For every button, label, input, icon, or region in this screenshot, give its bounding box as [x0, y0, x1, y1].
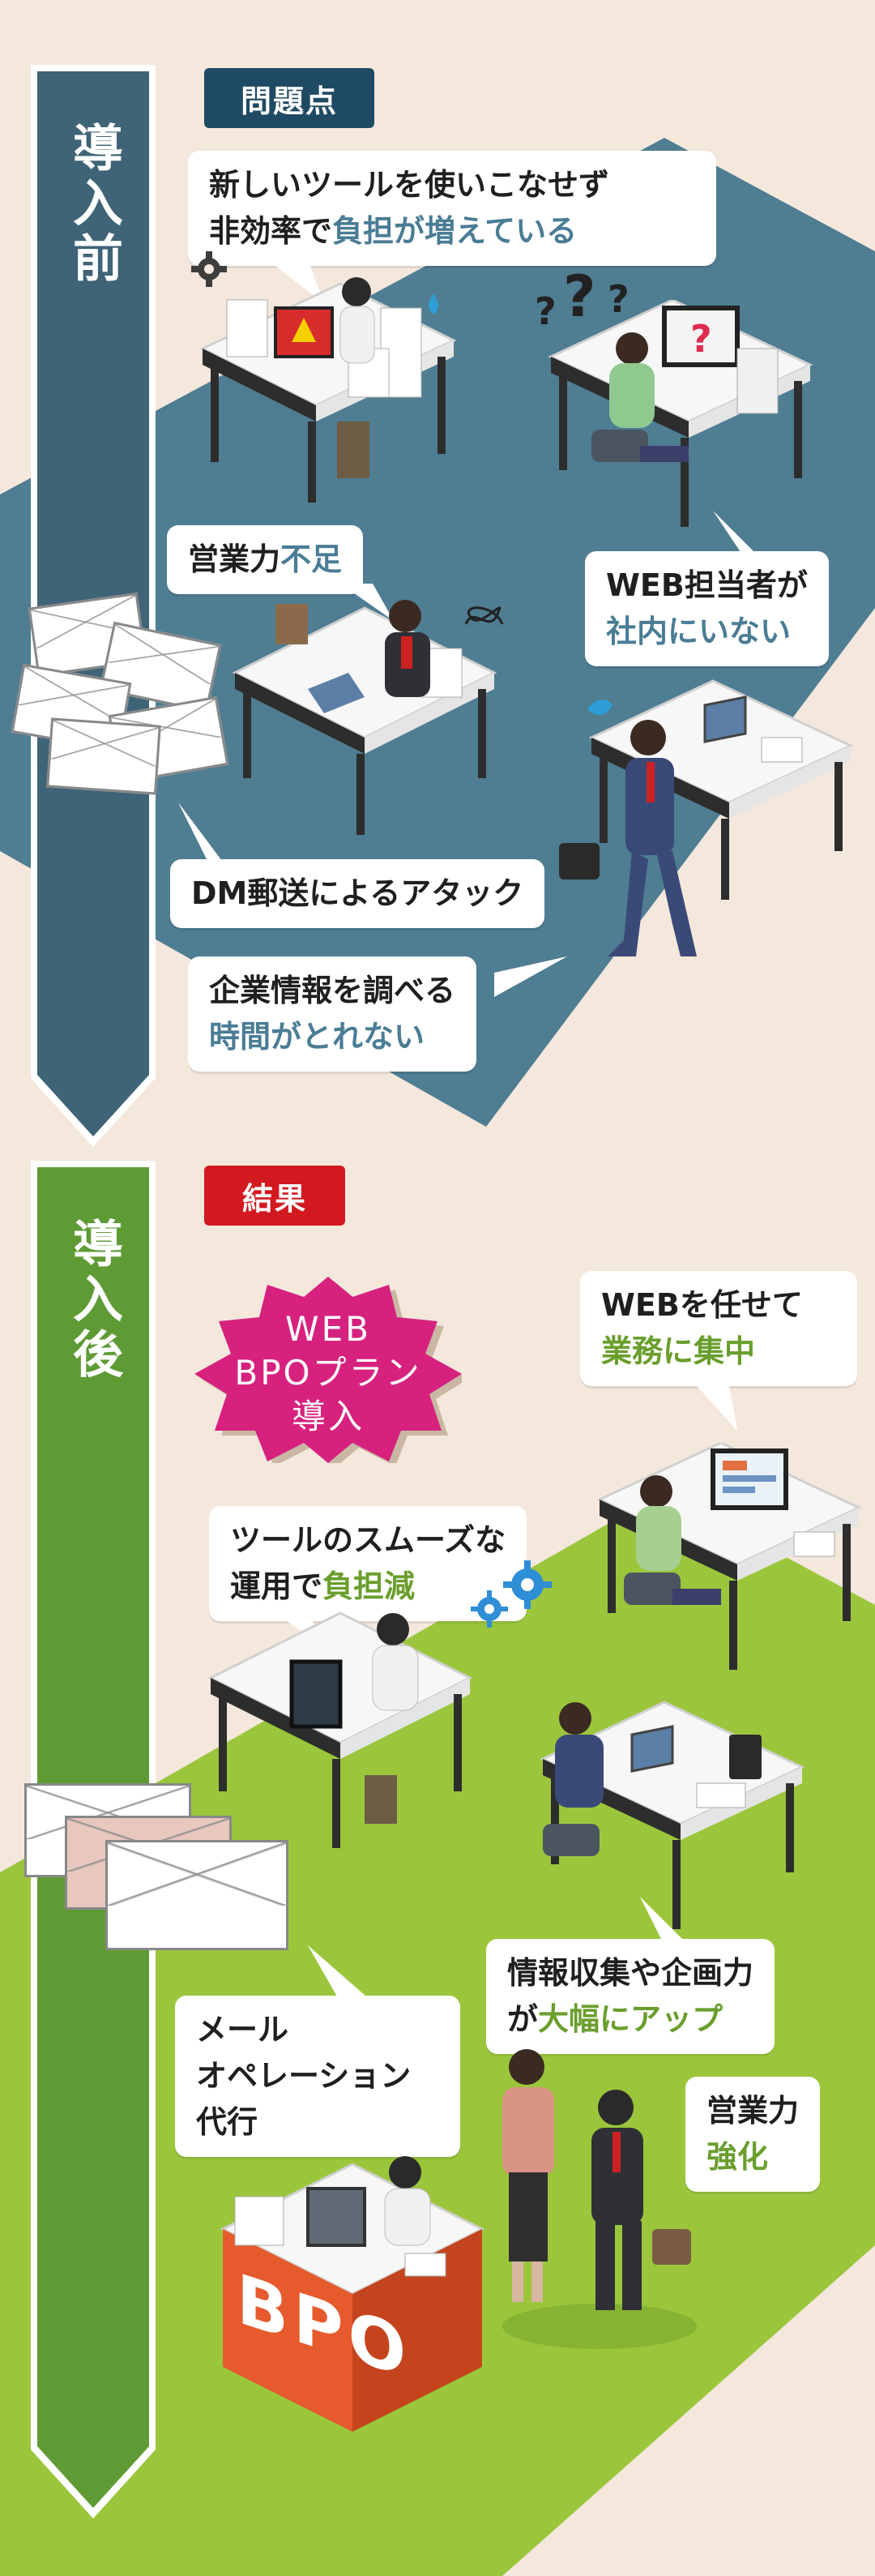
walking-businessman	[559, 720, 697, 956]
envelope-stack	[11, 584, 229, 795]
desk-planning	[540, 1701, 805, 1929]
bubble-info-a: 情報収集や企画力	[507, 1955, 754, 1991]
after-arrow-label: 導入後	[64, 1217, 123, 1383]
bubble-tail	[713, 511, 762, 559]
bubble-info-b2: 大幅にアップ	[538, 2001, 723, 2037]
bubble-tail	[340, 584, 394, 621]
gear-icon	[191, 251, 227, 287]
scribble-icon	[464, 606, 504, 625]
envelope-icon	[105, 1840, 288, 1950]
bubble-tools-a: ツールのスムーズな	[230, 1522, 506, 1558]
svg-text:?: ?	[535, 289, 557, 333]
bubble-mail-1: メール	[196, 2012, 289, 2048]
bubble-sales-a: 営業力	[188, 541, 281, 577]
bubble-tools-line2a: 非効率で	[209, 213, 333, 249]
bubble-mail-operation: メール オペレーション 代行	[175, 1996, 460, 2157]
bubble-tools-b2: 負担減	[322, 1568, 416, 1604]
bubble-dm-attack: DM郵送によるアタック	[170, 859, 545, 928]
bubble-web-focus: WEBを任せて 業務に集中	[580, 1271, 857, 1386]
bubble-tail	[308, 1945, 373, 2002]
bubble-tail	[640, 1897, 689, 1945]
bubble-info-b1: が	[507, 2001, 539, 2037]
bubble-tail	[267, 259, 324, 304]
bubble-research-a: 企業情報を調べる	[209, 973, 456, 1008]
bubble-tools-line1: 新しいツールを使いこなせず	[209, 167, 610, 203]
sweat-drop-icon	[428, 293, 439, 315]
problems-tag: 問題点	[204, 68, 374, 128]
desk-tools	[207, 1611, 473, 1848]
question-mark-icon: ? ? ?	[535, 267, 630, 333]
envelope-icon	[46, 717, 161, 795]
desk-warning	[199, 277, 457, 503]
bubble-mail-2: オペレーション	[196, 2058, 412, 2094]
svg-text:?: ?	[608, 277, 630, 321]
bpo-desk: BPO	[219, 2156, 486, 2448]
badge-line1: WEB	[285, 1309, 371, 1349]
svg-text:?: ?	[690, 317, 712, 361]
bubble-sales-shortage: 営業力不足	[167, 525, 364, 594]
bubble-web-a: WEB担当者が	[606, 567, 808, 603]
bubble-tail	[178, 802, 227, 867]
gear-icon	[471, 1560, 552, 1628]
bubble-info-planning: 情報収集や企画力 が大幅にアップ	[486, 1939, 775, 2054]
bubble-sales2-a: 営業力	[706, 2093, 800, 2129]
bubble-tools-smooth: ツールのスムーズな 運用で負担減	[209, 1506, 527, 1621]
bubble-sales-b: 不足	[280, 541, 343, 577]
desk-sales	[232, 600, 497, 835]
sweat-drop-icon	[587, 700, 612, 715]
badge-line2: BPOプラン	[234, 1353, 422, 1393]
envelope-stack-after	[24, 1783, 292, 1962]
bubble-webfocus-b: 業務に集中	[601, 1333, 756, 1369]
bubble-research-b: 時間がとれない	[209, 1019, 425, 1055]
bubble-web-staff: WEB担当者が 社内にいない	[585, 551, 829, 666]
result-tag: 結果	[204, 1166, 345, 1226]
badge-line3: 導入	[291, 1397, 365, 1436]
sales-team	[502, 2049, 697, 2349]
desk-question: ?	[548, 300, 813, 527]
bpo-plan-badge: WEB BPOプラン 導入	[194, 1277, 462, 1463]
bubble-tools-b1: 運用で	[230, 1568, 323, 1604]
desk-web-monitor	[596, 1443, 862, 1670]
before-arrow-label: 導入前	[64, 122, 123, 287]
bubble-sales2-b: 強化	[706, 2139, 769, 2175]
bubble-web-b: 社内にいない	[606, 614, 792, 649]
bubble-webfocus-a: WEBを任せて	[601, 1287, 803, 1323]
bubble-tail	[494, 956, 567, 997]
bubble-tail	[697, 1386, 737, 1431]
svg-text:?: ?	[563, 267, 596, 330]
bubble-research-time: 企業情報を調べる 時間がとれない	[188, 956, 477, 1072]
bubble-mail-3: 代行	[196, 2104, 258, 2140]
bubble-sales-strengthen: 営業力 強化	[685, 2077, 821, 2192]
bubble-tools-burden: 新しいツールを使いこなせず 非効率で負担が増えている	[188, 151, 716, 266]
bubble-tools-line2b: 負担が増えている	[332, 213, 578, 249]
bubble-dm-text: DM郵送によるアタック	[191, 875, 524, 911]
